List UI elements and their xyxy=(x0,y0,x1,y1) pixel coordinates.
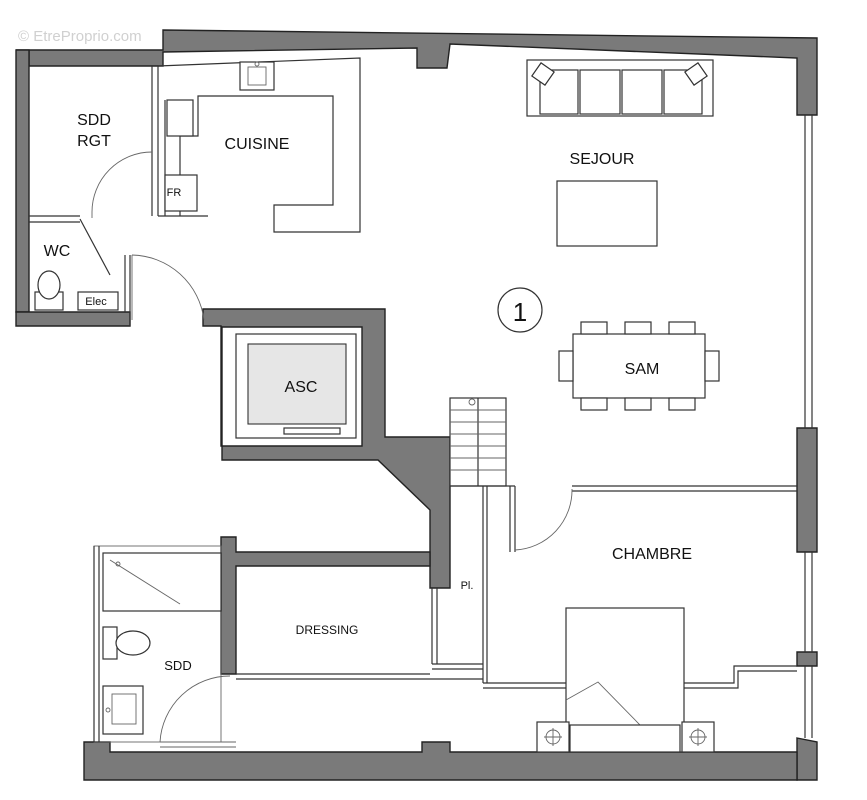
label-wc: WC xyxy=(44,243,71,260)
wall-right-upper xyxy=(796,427,818,553)
label-cuisine: CUISINE xyxy=(225,136,290,153)
wall-top xyxy=(16,29,818,116)
label-sdd: SDD xyxy=(164,658,191,673)
bed xyxy=(536,607,715,753)
wall-dressing-top xyxy=(220,536,431,675)
label-sam: SAM xyxy=(625,361,660,378)
wall-bottom xyxy=(83,741,798,781)
sdd-toilet-tank xyxy=(102,626,118,660)
dining-table xyxy=(558,321,720,411)
staircase xyxy=(449,397,507,487)
label-dressing: DRESSING xyxy=(296,623,359,637)
floor-number-marker xyxy=(497,287,543,333)
label-sdd-rgt-line1: SDD xyxy=(77,112,111,129)
wall-left-bottom xyxy=(15,311,131,327)
sdd-vanity xyxy=(102,685,144,735)
label-pl: Pl. xyxy=(461,580,474,592)
wall-right-lower xyxy=(796,651,818,667)
floor-number: 1 xyxy=(513,297,527,327)
sdd-toilet-bowl xyxy=(115,630,151,656)
label-sdd-rgt-line2: RGT xyxy=(77,133,111,150)
elevator-car xyxy=(247,343,347,425)
kitchen-hob xyxy=(166,99,194,137)
label-asc: ASC xyxy=(285,379,318,396)
label-sejour: SEJOUR xyxy=(570,151,635,168)
coffee-table xyxy=(556,180,658,247)
label-fr: FR xyxy=(167,187,182,199)
wall-elevator-core xyxy=(202,308,451,589)
watermark: © EtreProprio.com xyxy=(18,28,142,45)
elec-panel xyxy=(77,291,119,311)
wall-right-corner xyxy=(796,737,818,781)
wall-left xyxy=(15,49,30,313)
shower xyxy=(102,552,222,612)
sofa xyxy=(526,59,714,117)
label-elec: Elec xyxy=(85,296,107,308)
wc-toilet-bowl xyxy=(37,270,61,300)
fridge xyxy=(164,174,198,212)
label-chambre: CHAMBRE xyxy=(612,546,692,563)
